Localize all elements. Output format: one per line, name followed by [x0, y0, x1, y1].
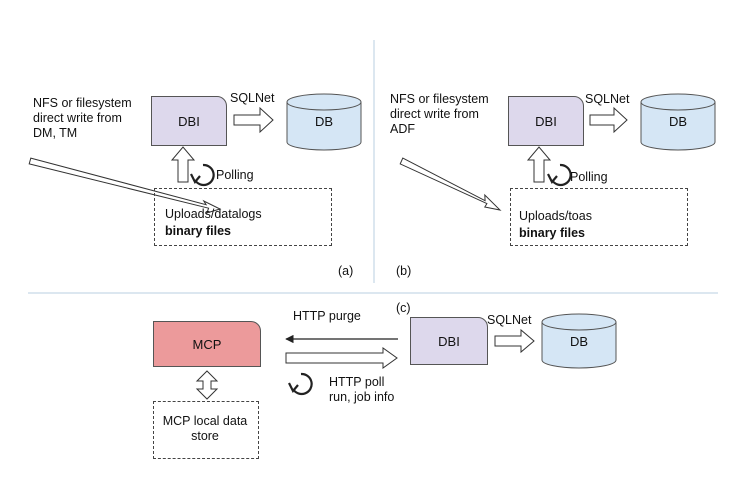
store-label-c: MCP local data store: [162, 414, 248, 443]
panel-label-b: (b): [396, 264, 412, 278]
sqlnet-label-a: SQLNet: [230, 91, 275, 105]
db-cylinder-c: [541, 313, 617, 369]
dbi-label-a: DBI: [178, 113, 200, 129]
dbi-label-c: DBI: [438, 333, 460, 349]
dbi-label-b: DBI: [535, 113, 557, 129]
panel-label-a: (a): [338, 264, 354, 278]
mcp-label: MCP: [192, 336, 222, 352]
store-line2-a: binary files: [165, 224, 231, 238]
sqlnet-arrow-b: [589, 106, 628, 134]
db-label-a: DB: [314, 114, 334, 129]
store-line2-b: binary files: [519, 226, 585, 240]
http-poll-arrow: [285, 347, 398, 369]
sqlnet-label-b: SQLNet: [585, 92, 630, 106]
polling-label-a: Polling: [216, 168, 254, 182]
http-poll-cycle-icon: [288, 372, 313, 396]
sqlnet-arrow-a: [233, 106, 274, 134]
http-poll-label: HTTP poll run, job info: [329, 375, 395, 404]
uploads-store-a: [154, 188, 332, 246]
db-cylinder-a: [286, 93, 362, 151]
write-arrow-b: [399, 157, 502, 211]
dbi-box-b: DBI: [508, 96, 584, 146]
mcp-box: MCP: [153, 321, 261, 367]
polling-label-b: Polling: [570, 170, 608, 184]
db-label-b: DB: [668, 114, 688, 129]
dbi-box-c: DBI: [410, 317, 488, 365]
mcp-local-store: [153, 401, 259, 459]
sqlnet-label-c: SQLNet: [487, 313, 532, 327]
local-store-double-arrow: [195, 370, 219, 400]
uploads-store-b: [510, 188, 688, 246]
polling-cycle-icon-b: [547, 163, 572, 187]
sqlnet-arrow-c: [494, 328, 535, 354]
panel-label-c: (c): [396, 301, 411, 315]
write-arrow-a: [28, 157, 222, 214]
db-cylinder-b: [640, 93, 716, 151]
source-text-b: NFS or filesystem direct write from ADF: [390, 92, 489, 136]
polling-up-arrow-b: [526, 146, 552, 183]
http-purge-label: HTTP purge: [293, 309, 361, 323]
db-label-c: DB: [569, 334, 589, 349]
source-text-a: NFS or filesystem direct write from DM, …: [33, 96, 132, 140]
store-line1-a: Uploads/datalogs: [165, 207, 262, 221]
dbi-box-a: DBI: [151, 96, 227, 146]
polling-cycle-icon-a: [190, 163, 215, 187]
store-line1-b: Uploads/toas: [519, 209, 592, 223]
polling-up-arrow-a: [170, 146, 196, 183]
